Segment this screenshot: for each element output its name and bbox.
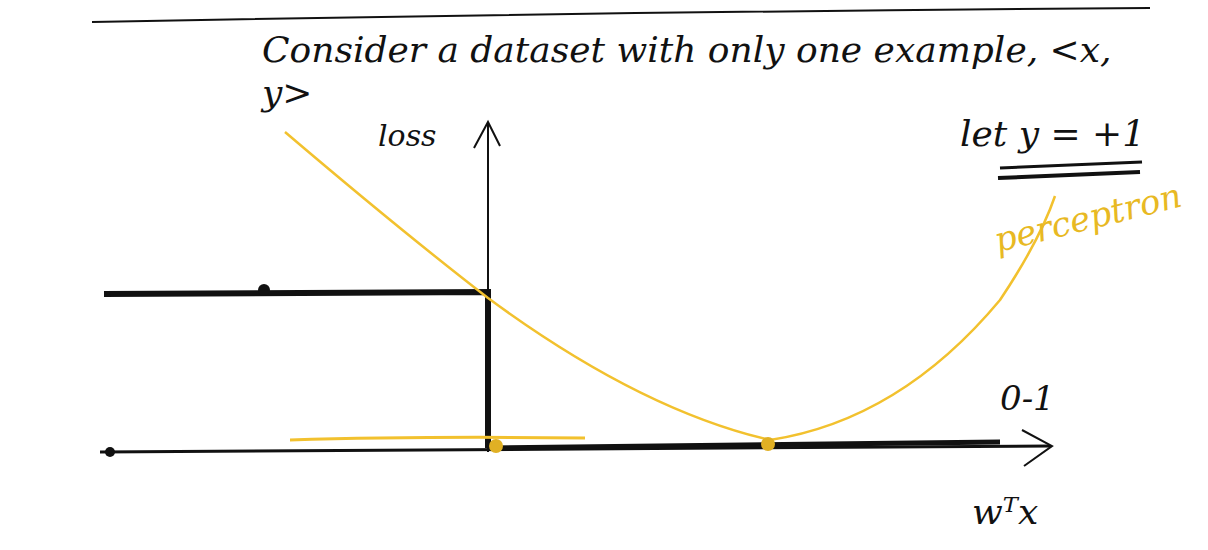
dot	[489, 439, 503, 453]
perceptron-flat	[290, 437, 585, 440]
underline	[1000, 162, 1142, 168]
underline	[998, 172, 1140, 178]
dot	[258, 284, 270, 296]
label-note: let y = +1	[960, 112, 1145, 155]
axis-label: loss	[378, 118, 436, 154]
curve-label: 0-1	[1000, 378, 1055, 419]
intro-note: Consider a dataset with only one example…	[262, 28, 1142, 114]
top-rule	[92, 8, 1150, 22]
axis-arrow	[474, 122, 500, 148]
axis-label: wᵀx	[972, 490, 1038, 533]
dot	[761, 437, 775, 451]
zero-one-loss	[488, 442, 1000, 448]
dot	[105, 447, 115, 457]
zero-one-loss	[104, 292, 488, 448]
perceptron-loss	[285, 132, 1055, 440]
curve-label: perceptron	[990, 175, 1186, 261]
axis-arrow	[1022, 430, 1052, 466]
